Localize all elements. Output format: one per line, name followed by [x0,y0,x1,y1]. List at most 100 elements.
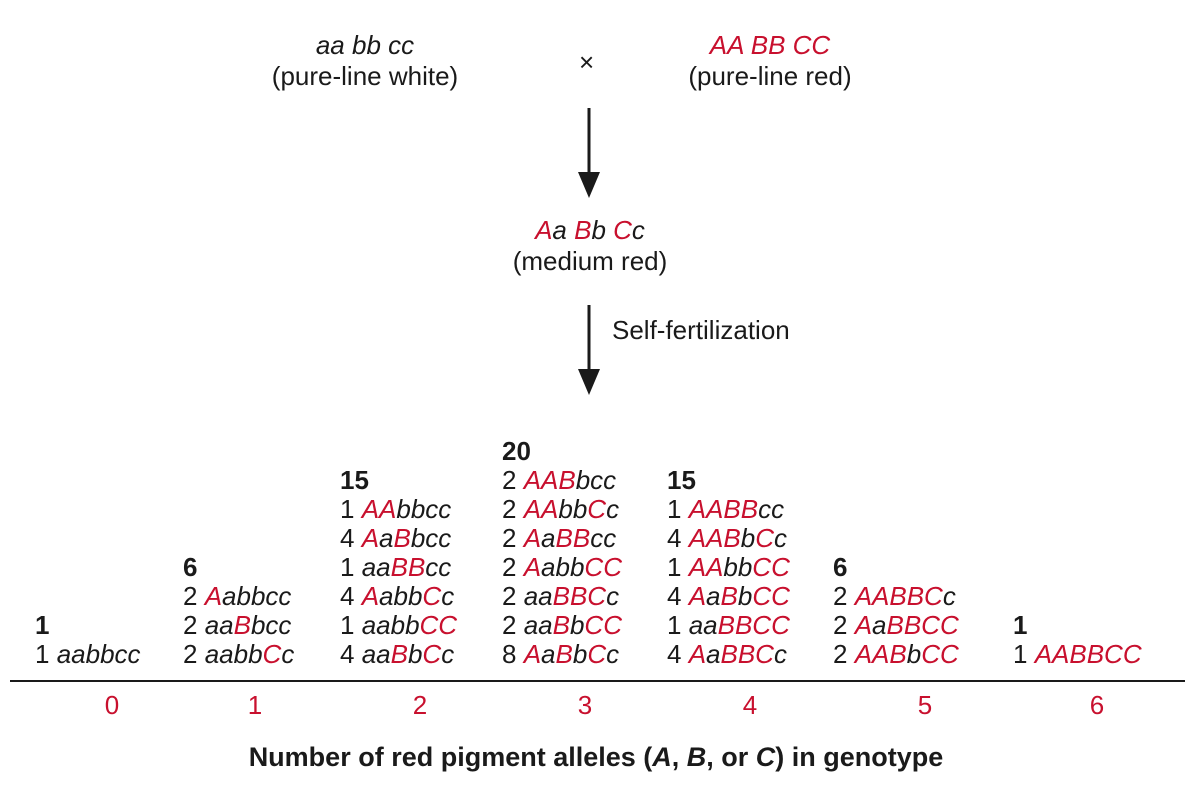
genotype-row: 1 AAbbCC [667,553,790,582]
genotype: AabbCc [362,581,455,611]
genotype-coefficient: 1 [667,494,689,524]
genotype-part: cc [590,523,617,553]
genotype-coefficient: 2 [833,610,855,640]
x-tick-label: 2 [412,690,428,720]
genotype-coefficient: 2 [502,610,524,640]
genotype-part: C [262,639,282,669]
genotype-coefficient: 1 [340,610,362,640]
genotype-part: aa [361,639,391,669]
genotype-row: 2 AAbbCc [502,495,619,524]
genotype: AABbCc [689,523,787,553]
genotype-part: A [688,639,707,669]
parent-white-genotype: aa bb cc [315,30,415,60]
genotype-count-total: 1 [35,610,50,640]
genotype-part: abb [379,581,423,611]
x-axis-label-text: , or [706,742,756,772]
f1-genotype-part: c [631,215,645,245]
genotype-coefficient: 4 [667,639,689,669]
genotype: AABBCC [1035,639,1142,669]
genotype-count-total: 15 [667,465,696,495]
genotype-part: AAB [688,523,741,553]
genotype-part: c [441,639,455,669]
genotype-part: a [706,581,721,611]
genotype-part: BB [555,523,591,553]
genotype-part: A [523,552,542,582]
genotype: AaBBCc [689,639,787,669]
genotype-count-total: 1 [1013,610,1028,640]
genotype-coefficient: 1 [667,610,689,640]
parent-red-label: (pure-line red) [688,61,852,91]
genotype-part: CC [419,610,458,640]
genotype: aabbCC [362,610,457,640]
genotype: AaBBcc [524,523,617,553]
genotype-part: B [552,610,570,640]
genotype-part: AABB [688,494,759,524]
x-axis-label-text: ) in genotype [775,742,944,772]
genotype-row: 1 aaBBCC [667,611,790,640]
genotype-coefficient: 2 [183,639,205,669]
genotype: AaBbCc [524,639,619,669]
x-tick-label: 4 [742,690,758,720]
genotype-coefficient: 2 [183,610,205,640]
genotype-part: c [942,581,956,611]
genotype: aabbCc [205,639,295,669]
genotype-count-total: 20 [502,436,531,466]
genotype-part: B [555,639,573,669]
genotype-part: BBC [720,639,774,669]
genotype: AaBBCC [855,610,959,640]
genotype: AaBbcc [362,523,452,553]
genotype-row: 4 AABbCc [667,524,787,553]
genotype-row: 2 AaBBcc [502,524,616,553]
genotype: aaBbcc [205,610,292,640]
genotype-part: CC [921,639,959,669]
genotype: AABBcc [689,494,784,524]
genotype-part: aa [204,610,234,640]
genotype: aaBbCC [524,610,622,640]
genotype-part: abbcc [222,581,292,611]
genotype-part: B [393,523,411,553]
genotype-part: AA [523,494,559,524]
x-axis-label-text: Number of red pigment alleles ( [248,742,653,772]
genotype-coefficient: 4 [667,581,689,611]
genotype-part: c [606,494,620,524]
genotype-part: c [773,523,787,553]
genotype-part: A [523,639,542,669]
genotype-part: BBCC [886,610,959,640]
genotype-row: 1 AABBcc [667,495,784,524]
genotype-part: AABBC [854,581,943,611]
genotype: AAbbCc [524,494,619,524]
x-axis-label-allele: A [652,742,672,772]
genotype-part: CC [584,610,622,640]
f1-genotype: Aa Bb Cc [475,215,705,246]
genotype: aabbcc [57,639,141,669]
genotype-part: C [422,581,442,611]
genotype-part: cc [425,552,452,582]
genotype-row: 8 AaBbCc [502,640,619,669]
genotype-count-total: 6 [833,552,848,582]
genotype-part: A [361,523,380,553]
genotype-part: c [606,581,620,611]
genotype: aaBBCc [524,581,619,611]
genotype-part: a [706,639,721,669]
axis-line [10,680,1185,682]
genotype-part: AA [688,552,724,582]
genotype-part: bb [723,552,753,582]
genotype-coefficient: 2 [502,552,524,582]
genotype-part: bcc [410,523,452,553]
parent-red: AA BB CC (pure-line red) [655,30,885,92]
genotype-part: bcc [575,465,617,495]
genotype-part: c [773,639,787,669]
genotype-part: aabbcc [56,639,141,669]
genotype-row: 2 AaBBCC [833,611,959,640]
genotype-row: 1 aaBBcc [340,553,451,582]
genotype-part: aabb [204,639,263,669]
genotype-row: 4 aaBbCc [340,640,454,669]
genotype: AABbCC [855,639,959,669]
f1-hybrid: Aa Bb Cc (medium red) [475,215,705,277]
cross-symbol: × [579,47,595,77]
genotype-part: abb [541,552,585,582]
genotype-coefficient: 2 [183,581,205,611]
x-tick-label: 1 [247,690,263,720]
genotype-part: A [204,581,223,611]
genotype-row: 2 AABbcc [502,466,616,495]
